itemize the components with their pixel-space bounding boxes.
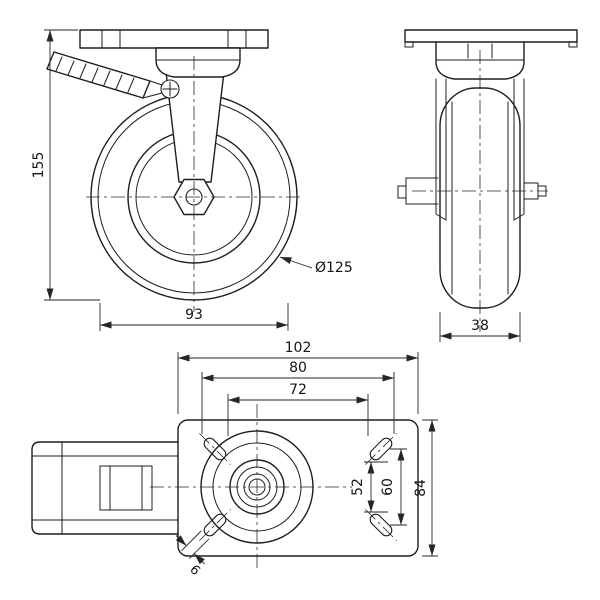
dim-6-extension-lines [181, 530, 210, 559]
dim-label-plate-width: 84 [413, 479, 429, 497]
dim-label-wheel-width: 38 [471, 318, 489, 334]
side-fork-legs [435, 78, 525, 221]
front-plate-hole-ticks [101, 29, 247, 49]
dim-label-hole-span-vert-inner: 52 [350, 478, 366, 496]
dim-diameter-leader [279, 256, 313, 269]
side-wheel-tread-lines [451, 101, 509, 295]
top-brake-housing-lines [31, 441, 179, 535]
side-view: 38 [397, 29, 578, 342]
brake-lever-link [142, 80, 163, 99]
dim-80-extension-lines [201, 372, 395, 434]
dim-label-overall-height: 155 [31, 152, 47, 179]
dim-6-arrow-a [175, 535, 187, 547]
dim-label-hole-span-vert: 60 [380, 478, 396, 496]
top-view: 102 80 72 52 60 84 6 [31, 340, 438, 579]
side-centerlines [412, 50, 548, 332]
dim-label-hole-span-inner: 72 [289, 382, 307, 398]
brake-lever [46, 51, 151, 99]
side-mounting-plate [404, 29, 578, 43]
dim-102-extension-lines [177, 352, 419, 414]
side-brake-bracket [397, 177, 439, 205]
top-brake-pedal-lines [109, 465, 143, 511]
dim-label-wheel-diameter: Ø125 [315, 260, 353, 276]
top-mounting-plate [177, 419, 419, 557]
side-plate-lips [404, 41, 578, 48]
top-brake-housing [31, 441, 179, 535]
front-view: 155 93 Ø125 [31, 29, 353, 331]
front-mounting-plate [79, 29, 269, 49]
top-centerlines [150, 404, 352, 570]
dim-label-slot-width: 6 [186, 562, 202, 578]
dim-label-hole-span-outer: 80 [289, 360, 307, 376]
brake-pivot-cross [162, 81, 178, 97]
front-centerlines [86, 56, 302, 312]
brake-lever-hatch [55, 56, 135, 93]
top-brake-pedal [99, 465, 153, 511]
swivel-head [155, 47, 241, 78]
dim-label-base: 93 [185, 307, 203, 323]
dim-label-plate-length: 102 [285, 340, 312, 356]
dim-6-arrow-b [193, 553, 205, 565]
